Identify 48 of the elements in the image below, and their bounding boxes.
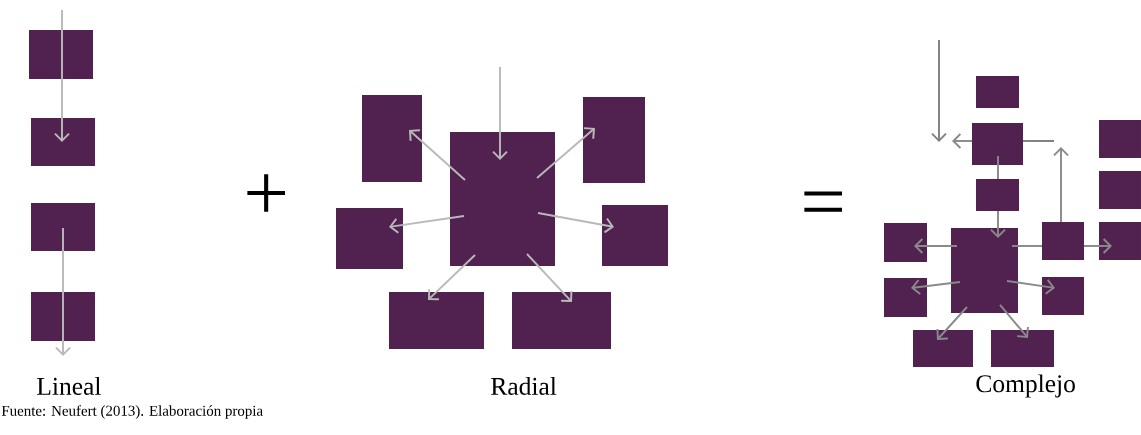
block	[1099, 120, 1141, 158]
block	[602, 205, 668, 266]
arrow	[990, 210, 1006, 238]
label: Complejo	[976, 374, 1075, 398]
arrow	[911, 279, 961, 295]
arrow	[428, 254, 476, 301]
arrow	[536, 127, 595, 179]
arrow	[526, 253, 573, 302]
arrow	[952, 133, 973, 149]
block	[976, 76, 1019, 108]
arrow	[936, 306, 968, 340]
block	[884, 278, 927, 317]
label: =	[804, 191, 842, 212]
arrow	[409, 129, 466, 181]
block	[976, 179, 1019, 211]
block	[951, 228, 1018, 313]
block	[336, 208, 403, 269]
block	[29, 30, 93, 79]
label: +	[247, 174, 285, 212]
caption: Fuente: Neufert (2013). Elaboración propia	[1, 405, 263, 419]
block	[512, 292, 611, 349]
arrow	[54, 9, 70, 142]
block	[884, 223, 927, 262]
arrow	[492, 66, 508, 160]
arrow	[1006, 278, 1055, 295]
block	[389, 292, 484, 349]
block	[1042, 277, 1084, 315]
arrow	[1053, 147, 1069, 223]
block	[450, 132, 555, 266]
arrow	[537, 212, 614, 234]
block	[31, 203, 95, 251]
block	[1099, 222, 1141, 260]
arrow	[914, 238, 958, 254]
block	[362, 95, 422, 182]
block	[31, 292, 95, 341]
arrow	[389, 215, 465, 234]
arrow	[1083, 238, 1112, 254]
block	[1042, 222, 1084, 260]
arrow	[999, 304, 1029, 338]
block	[972, 123, 1023, 165]
block	[1099, 171, 1141, 209]
label: Lineal	[37, 377, 101, 395]
block	[583, 97, 645, 183]
block	[991, 330, 1054, 367]
label: Radial	[491, 377, 557, 395]
block	[913, 330, 973, 367]
block	[31, 118, 95, 166]
arrow	[55, 227, 71, 356]
